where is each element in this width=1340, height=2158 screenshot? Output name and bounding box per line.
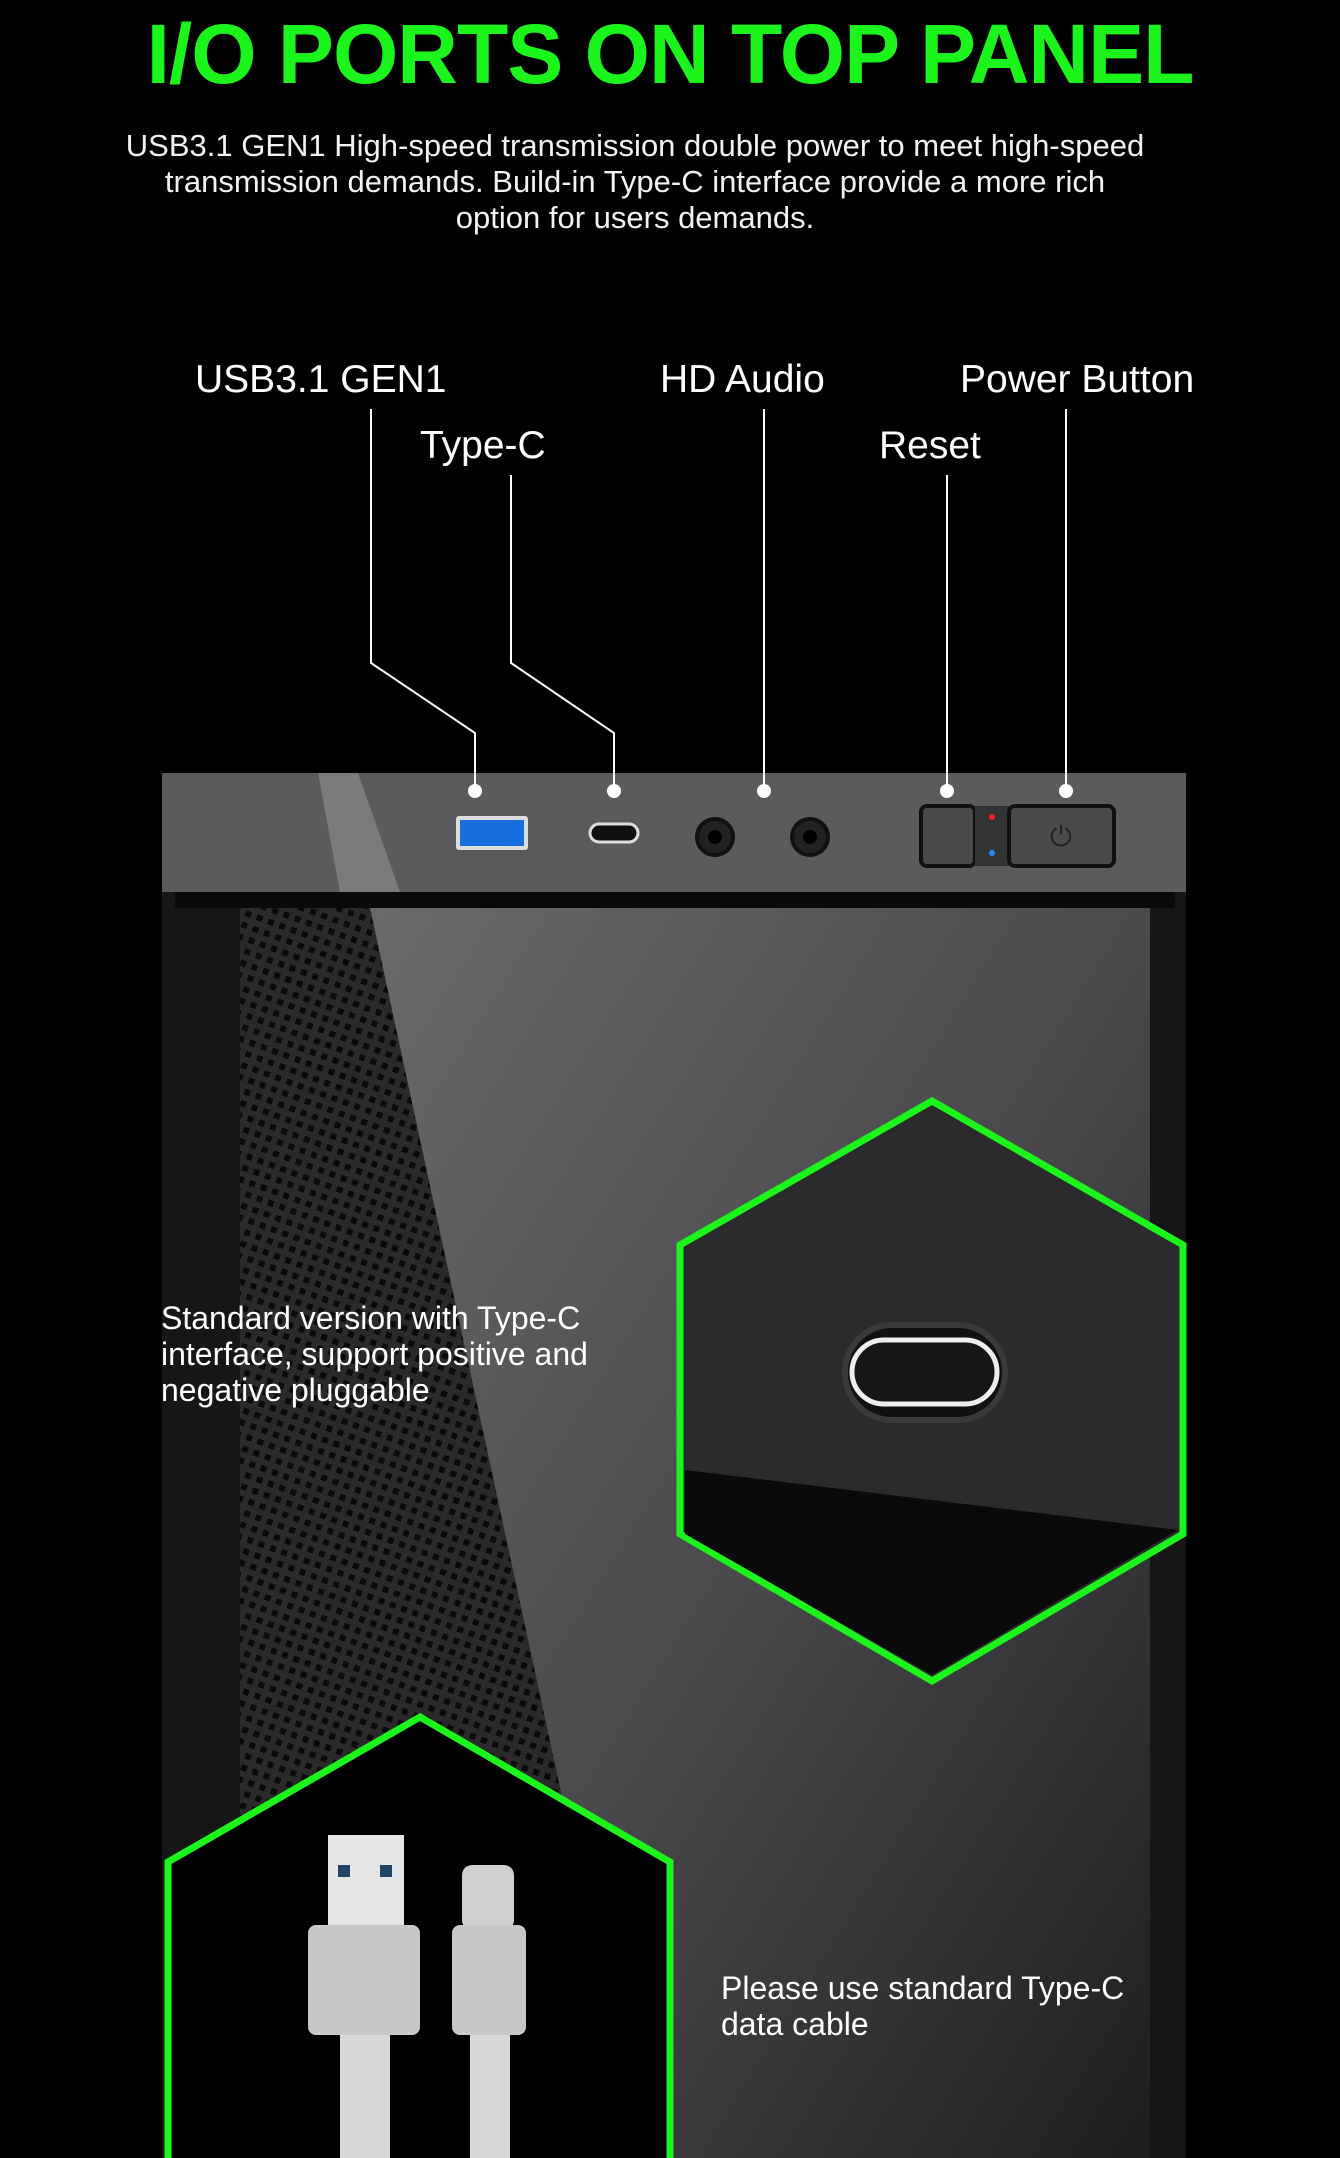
caption-typec-port: Standard version with Type-C interface, … [161,1300,588,1408]
label-usb: USB3.1 GEN1 [195,358,447,401]
label-audio: HD Audio [660,358,825,401]
cable-hexagon [164,1712,674,2158]
label-reset: Reset [879,424,981,467]
usb-port [456,816,528,850]
leader-lines [370,409,1067,791]
label-typec: Type-C [420,424,546,467]
typec-closeup-hexagon [676,1096,1187,1686]
typec-port [588,822,640,844]
intro-text: USB3.1 GEN1 High-speed transmission doub… [125,128,1145,235]
leader-dots [468,784,1073,798]
power-button [1007,804,1116,868]
power-icon: ⏻ [1050,821,1072,852]
reset-button [919,804,977,868]
caption-cable: Please use standard Type-C data cable [721,1970,1125,2042]
label-power: Power Button [960,358,1195,401]
page-title: I/O PORTS ON TOP PANEL [146,7,1195,101]
